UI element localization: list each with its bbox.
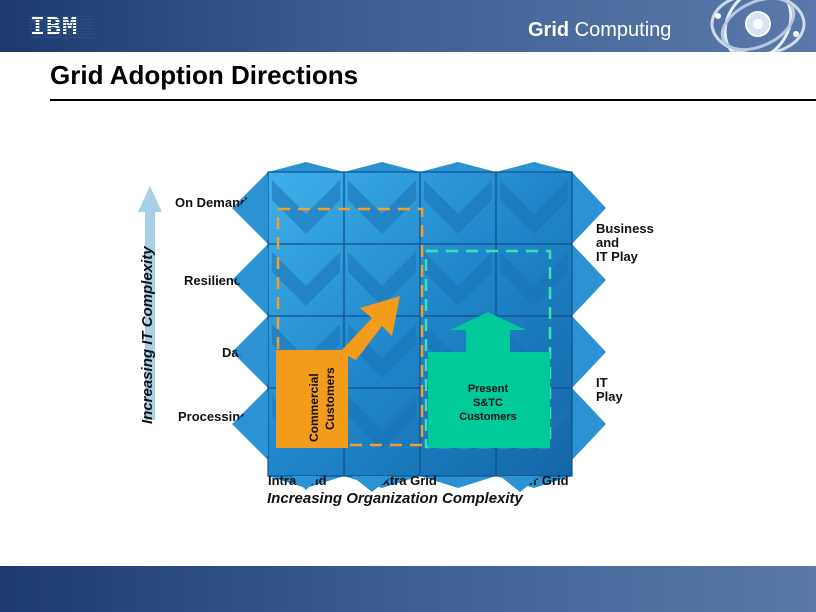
row-label-on-demand: On Demand: [175, 195, 248, 210]
commercial-label-line2: Customers: [323, 367, 337, 430]
right-label-business-2: and: [596, 235, 619, 250]
commercial-label-line1: Commercial: [307, 373, 321, 442]
x-axis-label: Increasing Organization Complexity: [267, 490, 524, 507]
right-label-business-3: IT Play: [596, 249, 639, 264]
right-label-it-2: Play: [596, 389, 624, 404]
stc-label-line1: Present: [468, 383, 509, 395]
right-label-it-1: IT: [596, 375, 608, 390]
stc-arrow-stem: [478, 328, 498, 354]
footer-bar: [0, 566, 816, 612]
y-axis-label: Increasing IT Complexity: [139, 246, 156, 424]
right-label-business-1: Business: [596, 221, 654, 236]
stc-label-line3: Customers: [459, 411, 516, 423]
stc-label-line2: S&TC: [473, 397, 503, 409]
